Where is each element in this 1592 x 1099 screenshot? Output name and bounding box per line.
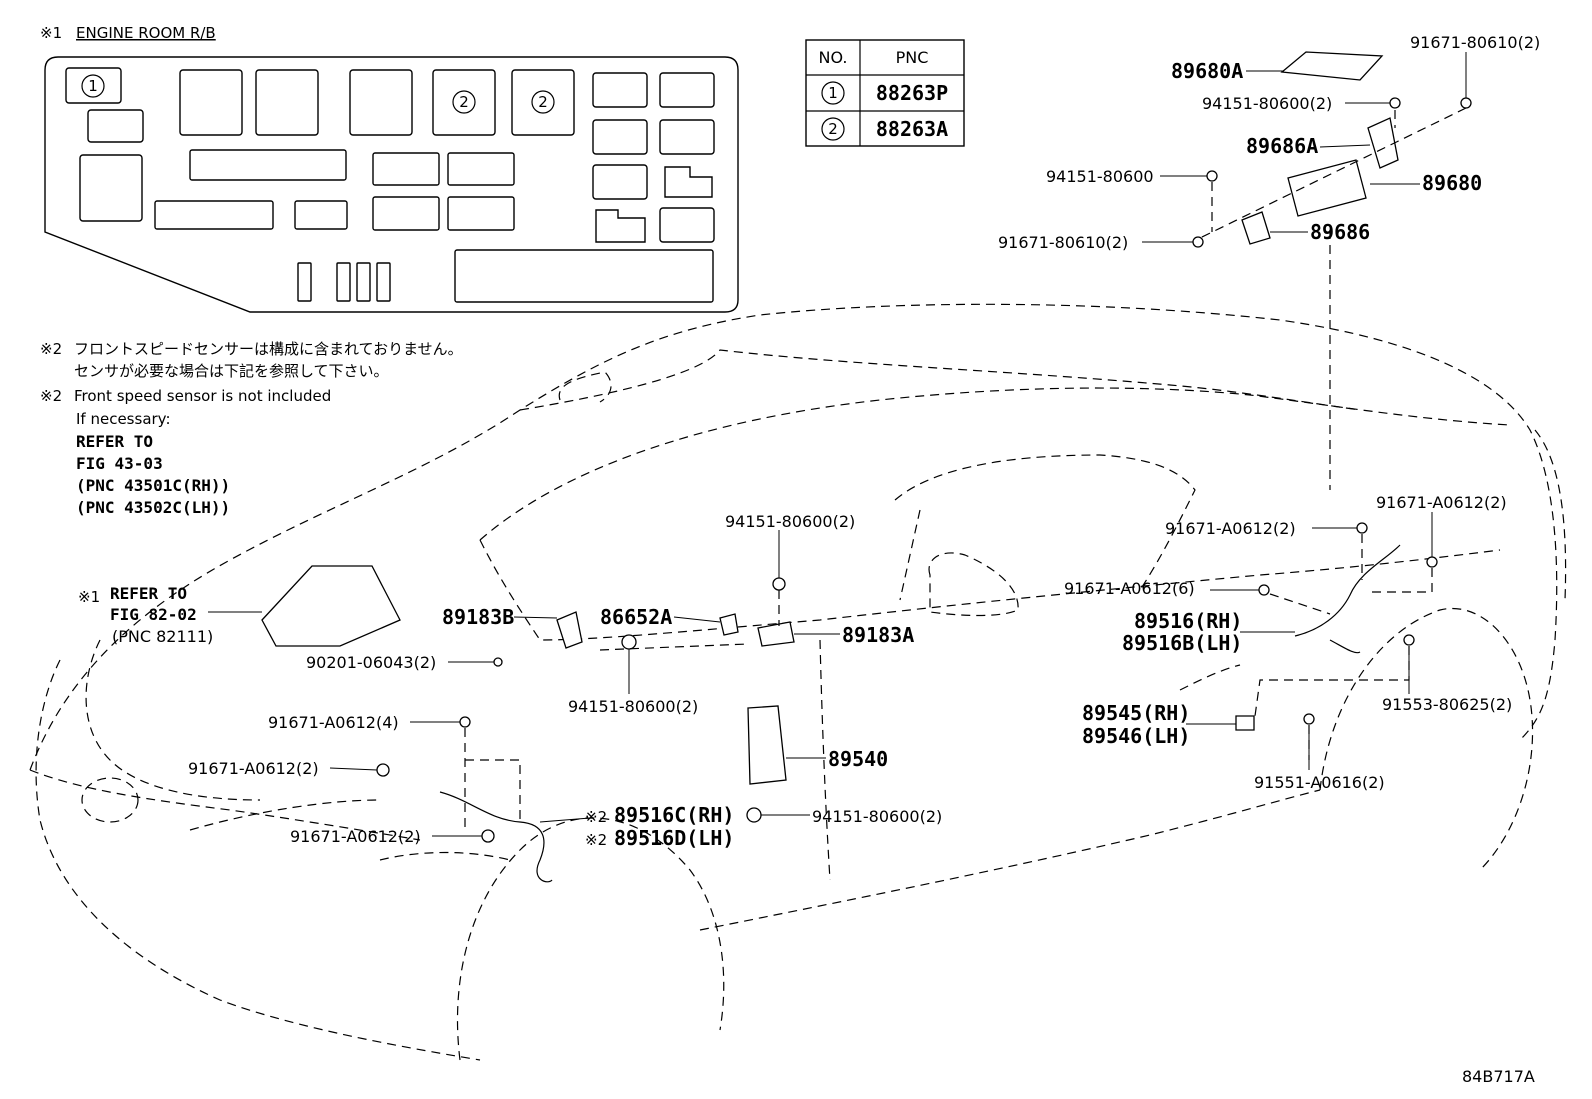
relay-block-title-mark: ※1 [40, 24, 62, 42]
refer-line1: REFER TO [110, 584, 187, 603]
figure-id: 84B717A [1462, 1067, 1535, 1086]
nut-icon [772, 577, 786, 591]
pnc-row-1-value: 88263P [876, 81, 948, 105]
callout-91671-A0612-6: 91671-A0612(6) [1064, 579, 1195, 598]
note-en-line3: REFER TO [76, 432, 153, 451]
callout-89183B: 89183B [442, 605, 514, 629]
note-jp-line2: センサが必要な場合は下記を参照して下さい。 [74, 362, 389, 380]
note-jp-mark: ※2 [40, 340, 62, 358]
front-sensor-harness [439, 791, 553, 883]
pnc-header-no: NO. [819, 48, 848, 67]
bolt-icon [1460, 97, 1472, 109]
callout-89680A: 89680A [1171, 59, 1243, 83]
part-89686-bracket [1241, 211, 1271, 245]
callout-89516C-mark: ※2 [585, 808, 607, 826]
part-89680A-pad [1280, 51, 1384, 81]
callout-94151-80600-2-top: 94151-80600(2) [1202, 94, 1332, 113]
callout-89516-rh: 89516(RH) [1134, 609, 1242, 633]
callout-91671-A0612-2-b: 91671-A0612(2) [1376, 493, 1507, 512]
pnc-row-2-no: 2 [828, 120, 838, 138]
callout-91671-80610-mid: 91671-80610(2) [998, 233, 1128, 252]
nut-icon [1206, 170, 1218, 182]
nut-icon [1389, 97, 1401, 109]
note-en-mark: ※2 [40, 387, 62, 405]
relay-mark-1: 1 [88, 77, 98, 95]
note-en-line5: (PNC 43501C(RH)) [76, 476, 230, 495]
callout-94151-80600-2-bottom: 94151-80600(2) [812, 807, 942, 826]
nut-icon [621, 634, 637, 650]
leader-lines [208, 52, 1467, 837]
bolt-icon [1403, 634, 1415, 646]
relay-mark-2a: 2 [459, 93, 469, 111]
relay-block-title: ENGINE ROOM R/B [76, 24, 216, 42]
callout-86652A: 86652A [600, 605, 672, 629]
engine-room-relay-block: ※1 ENGINE ROOM R/B [40, 24, 739, 313]
callout-91671-A0612-2-a: 91671-A0612(2) [1165, 519, 1296, 538]
part-junction-block [261, 565, 401, 647]
callout-94151-80600: 94151-80600 [1046, 167, 1154, 186]
pnc-header-pnc: PNC [896, 48, 929, 67]
refer-line3: (PNC 82111) [112, 627, 213, 646]
part-86652A-sensor [719, 613, 739, 636]
callout-91671-A0612-2-d: 91671-A0612(2) [290, 827, 421, 846]
callout-89516D-lh: 89516D(LH) [614, 826, 734, 850]
callout-91671-80610-top: 91671-80610(2) [1410, 33, 1540, 52]
refer-line2: FIG 82-02 [110, 605, 197, 624]
callout-labels: 89680A 91671-80610(2) 94151-80600(2) 896… [78, 33, 1540, 850]
callout-89686A: 89686A [1246, 134, 1318, 158]
bolt-icon [1258, 584, 1270, 596]
callout-89516C-rh: 89516C(RH) [614, 803, 734, 827]
note-en-line2: If necessary: [76, 410, 171, 428]
part-89183A-bracket [757, 621, 795, 647]
callout-94151-80600-2-mid: 94151-80600(2) [725, 512, 855, 531]
car-body-outline [29, 230, 1567, 1061]
clip-icon [493, 657, 503, 667]
note-en-line4: FIG 43-03 [76, 454, 163, 473]
nut-icon [746, 807, 762, 823]
bolt-icon [1192, 236, 1204, 248]
callout-89546-lh: 89546(LH) [1082, 724, 1190, 748]
bolt-icon [376, 763, 390, 777]
part-89680-ecu [1287, 159, 1367, 217]
pnc-table: NO. PNC 1 88263P 2 88263A [805, 39, 965, 147]
note-en-line6: (PNC 43502C(LH)) [76, 498, 230, 517]
part-89183B-bracket [556, 611, 583, 649]
bolt-icon [1303, 713, 1315, 725]
parts [261, 51, 1472, 883]
callout-91671-A0612-2-c: 91671-A0612(2) [188, 759, 319, 778]
part-89686A-bracket [1367, 117, 1399, 169]
bolt-icon [1426, 556, 1438, 568]
bolt-icon [481, 829, 495, 843]
note-jp-line1: フロントスピードセンサーは構成に含まれておりません。 [74, 340, 463, 358]
bolt-icon [1356, 522, 1368, 534]
callout-89516D-mark: ※2 [585, 831, 607, 849]
part-89545-sensor [1235, 715, 1255, 731]
callout-89545-rh: 89545(RH) [1082, 701, 1190, 725]
callout-89686: 89686 [1310, 220, 1370, 244]
callout-91671-A0612-4: 91671-A0612(4) [268, 713, 399, 732]
callout-89680: 89680 [1422, 171, 1482, 195]
callout-90201-06043: 90201-06043(2) [306, 653, 436, 672]
note-en-line1: Front speed sensor is not included [74, 387, 331, 405]
part-89540-ecu [747, 705, 787, 785]
callout-89516B-lh: 89516B(LH) [1122, 631, 1242, 655]
relay-block-slots [65, 67, 715, 303]
callout-91553-80625: 91553-80625(2) [1382, 695, 1512, 714]
notes: ※2 フロントスピードセンサーは構成に含まれておりません。 センサが必要な場合は… [40, 340, 463, 517]
callout-91551-A0616: 91551-A0616(2) [1254, 773, 1385, 792]
refer-mark: ※1 [78, 588, 100, 606]
rear-sensor-harness [1294, 544, 1401, 654]
pnc-row-1-no: 1 [828, 84, 838, 102]
callout-94151-80600-2-low: 94151-80600(2) [568, 697, 698, 716]
pnc-row-2-value: 88263A [876, 117, 948, 141]
bolt-icon [459, 716, 471, 728]
callout-89540: 89540 [828, 747, 888, 771]
callout-89183A: 89183A [842, 623, 914, 647]
relay-mark-2b: 2 [538, 93, 548, 111]
